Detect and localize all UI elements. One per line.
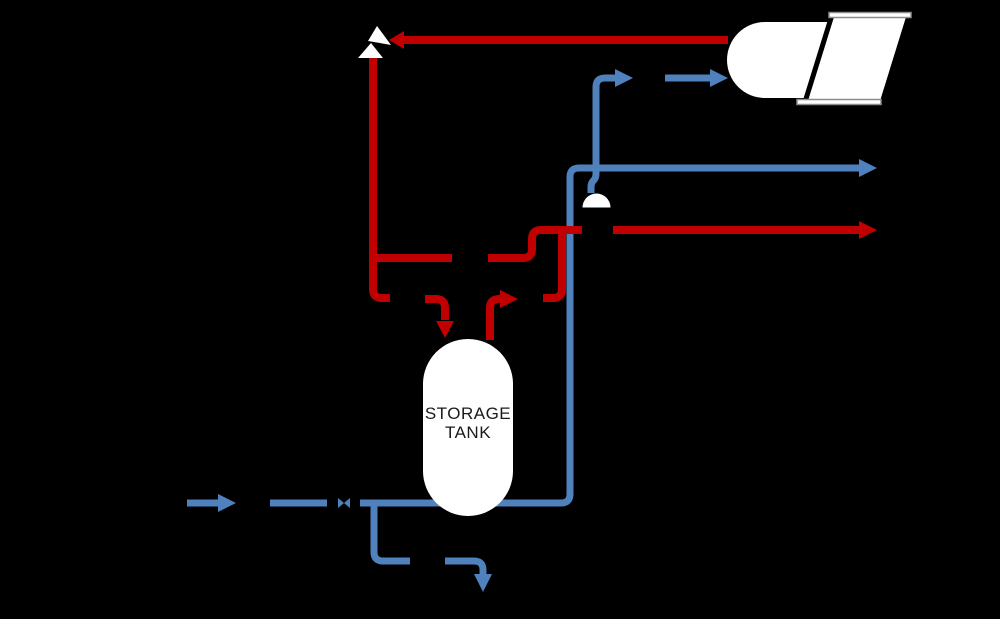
- drain-pipe-right: [445, 557, 487, 575]
- collector-manifold: [727, 22, 833, 98]
- pump-icon: [582, 193, 611, 208]
- storage-tank-label-line2: TANK: [445, 423, 491, 442]
- collector-feed-arrowhead-icon: [710, 69, 728, 87]
- three-way-valve-icon: [358, 26, 391, 58]
- cold-water-pipes: [187, 69, 877, 592]
- collector-panel-edge: [802, 14, 835, 103]
- hot-water-pipes: [369, 31, 877, 340]
- collector-bottom-header-bar: [796, 98, 882, 106]
- cold-main-pipe: [360, 164, 859, 507]
- valve-triangle-up: [358, 43, 383, 58]
- hot-tee-drop-pipe: [543, 226, 566, 302]
- tank-outlet-pipe: [486, 295, 501, 340]
- drain-arrowhead-icon: [474, 574, 492, 592]
- tank-outlet-arrowhead-icon: [500, 290, 518, 308]
- check-valve-ticks-icon: [344, 498, 350, 508]
- hot-header-riser: [488, 226, 582, 262]
- hot-supply-arrowhead-icon: [859, 221, 877, 239]
- pump-outlet-arrowhead-icon: [615, 69, 633, 87]
- pump-outlet-pipe: [587, 74, 615, 193]
- collector-panel: [806, 17, 906, 101]
- storage-tank: STORAGE TANK: [423, 339, 513, 516]
- collector-top-header-bar: [828, 11, 912, 19]
- check-valve-ticks-icon: [338, 498, 344, 508]
- cold-inlet-arrowhead-icon: [218, 494, 236, 512]
- tank-charge-pipe: [425, 295, 449, 320]
- tank-charge-arrowhead-icon: [436, 321, 454, 338]
- collector-hot-out-arrowhead-icon: [389, 31, 404, 49]
- cold-supply-arrowhead-icon: [859, 159, 877, 177]
- solar-collector-icon: [727, 11, 912, 106]
- storage-tank-label-line1: STORAGE: [425, 404, 511, 423]
- storage-tank-body: [423, 339, 513, 516]
- valve-triangle-side: [368, 26, 391, 45]
- drain-pipe-left: [370, 500, 410, 565]
- hot-drop-pipe: [369, 57, 390, 302]
